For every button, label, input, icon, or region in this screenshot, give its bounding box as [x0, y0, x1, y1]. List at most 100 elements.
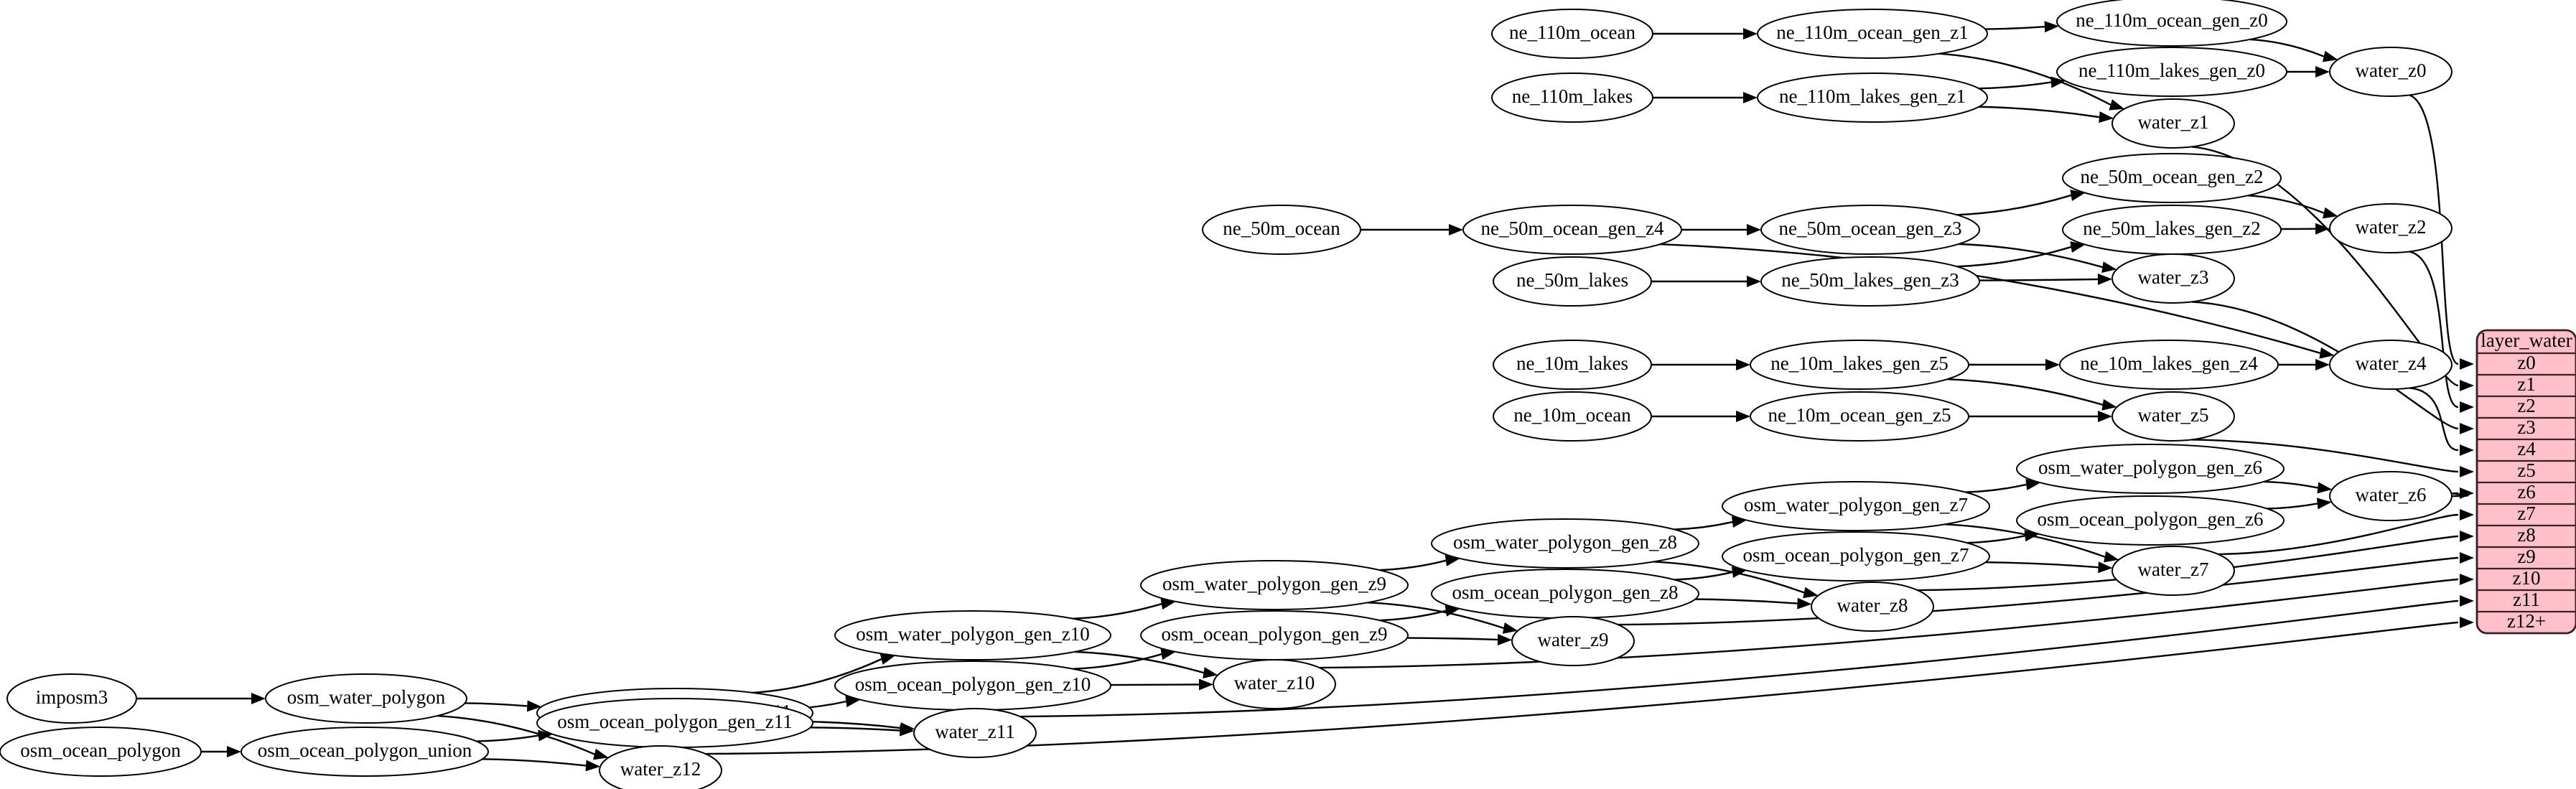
graph-node-ne_50m_lakes_gen_z3[interactable]: ne_50m_lakes_gen_z3 — [1760, 256, 1980, 307]
node-ellipse[interactable] — [1491, 73, 1653, 123]
node-ellipse[interactable] — [1431, 569, 1699, 619]
graph-node-ne_10m_lakes_gen_z5[interactable]: ne_10m_lakes_gen_z5 — [1750, 340, 1969, 390]
edge — [1653, 92, 1758, 103]
graph-node-water_z12[interactable]: water_z12 — [599, 745, 722, 789]
edge — [1965, 478, 2041, 493]
graph-node-ne_110m_ocean_gen_z0[interactable]: ne_110m_ocean_gen_z0 — [2056, 0, 2287, 47]
graph-node-water_z8[interactable]: water_z8 — [1811, 582, 1934, 632]
graph-node-water_z10[interactable]: water_z10 — [1213, 659, 1336, 709]
node-ellipse[interactable] — [1750, 391, 1969, 442]
graph-node-water_z5[interactable]: water_z5 — [2111, 391, 2235, 442]
node-ellipse[interactable] — [1493, 340, 1652, 390]
node-ellipse[interactable] — [1431, 518, 1699, 569]
node-ellipse[interactable] — [1491, 9, 1653, 59]
graph-node-ne_10m_ocean_gen_z5[interactable]: ne_10m_ocean_gen_z5 — [1750, 391, 1969, 442]
node-ellipse[interactable] — [1750, 340, 1969, 390]
layer-water-table[interactable]: layer_waterz0z1z2z3z4z5z6z7z8z9z10z11z12… — [2475, 329, 2576, 635]
graph-node-ne_50m_lakes_gen_z2[interactable]: ne_50m_lakes_gen_z2 — [2062, 205, 2282, 255]
node-ellipse[interactable] — [265, 673, 467, 724]
graph-node-osm_ocean_polygon_union[interactable]: osm_ocean_polygon_union — [241, 727, 489, 777]
graph-node-ne_110m_ocean_gen_z1[interactable]: ne_110m_ocean_gen_z1 — [1757, 9, 1988, 59]
graph-node-osm_ocean_polygon_gen_z11[interactable]: osm_ocean_polygon_gen_z11 — [536, 698, 813, 748]
edge — [1653, 561, 1819, 599]
node-ellipse[interactable] — [1493, 256, 1652, 307]
graph-node-ne_110m_ocean[interactable]: ne_110m_ocean — [1491, 9, 1653, 59]
node-ellipse[interactable] — [2016, 495, 2285, 546]
node-ellipse[interactable] — [1462, 205, 1682, 255]
graph-node-water_z3[interactable]: water_z3 — [2111, 253, 2235, 304]
graph-node-ne_50m_lakes[interactable]: ne_50m_lakes — [1493, 256, 1652, 307]
node-ellipse[interactable] — [1722, 531, 1990, 582]
graph-node-ne_10m_ocean[interactable]: ne_10m_ocean — [1493, 391, 1652, 442]
node-ellipse[interactable] — [834, 610, 1111, 660]
node-ellipse[interactable] — [1493, 391, 1652, 442]
node-ellipse[interactable] — [2056, 47, 2287, 97]
node-ellipse[interactable] — [2111, 253, 2235, 304]
graph-node-ne_50m_ocean_gen_z4[interactable]: ne_50m_ocean_gen_z4 — [1462, 205, 1682, 255]
graph-node-ne_50m_ocean_gen_z2[interactable]: ne_50m_ocean_gen_z2 — [2062, 153, 2282, 203]
node-ellipse[interactable] — [2059, 340, 2279, 390]
node-ellipse[interactable] — [2111, 98, 2235, 149]
graph-node-osm_water_polygon_gen_z6[interactable]: osm_water_polygon_gen_z6 — [2016, 444, 2285, 494]
node-ellipse[interactable] — [2111, 391, 2235, 442]
node-ellipse[interactable] — [536, 698, 813, 748]
edge-arrowhead — [2315, 359, 2330, 370]
node-ellipse[interactable] — [241, 727, 489, 777]
graph-node-water_z11[interactable]: water_z11 — [913, 708, 1037, 758]
node-ellipse[interactable] — [834, 660, 1111, 711]
graph-node-water_z0[interactable]: water_z0 — [2329, 47, 2453, 97]
graph-node-osm_water_polygon_gen_z7[interactable]: osm_water_polygon_gen_z7 — [1722, 481, 1990, 531]
node-ellipse[interactable] — [6, 673, 137, 724]
graph-node-osm_water_polygon_gen_z8[interactable]: osm_water_polygon_gen_z8 — [1431, 518, 1699, 569]
node-ellipse[interactable] — [913, 708, 1037, 758]
graph-node-ne_110m_lakes_gen_z0[interactable]: ne_110m_lakes_gen_z0 — [2056, 47, 2287, 97]
graph-node-ne_10m_lakes[interactable]: ne_10m_lakes — [1493, 340, 1652, 390]
node-ellipse[interactable] — [0, 727, 202, 777]
node-ellipse[interactable] — [2329, 47, 2453, 97]
node-ellipse[interactable] — [1757, 73, 1988, 123]
graph-node-water_z6[interactable]: water_z6 — [2329, 471, 2453, 521]
edge — [1651, 359, 1750, 370]
graph-node-water_z7[interactable]: water_z7 — [2111, 546, 2235, 596]
node-ellipse[interactable] — [1202, 205, 1361, 255]
node-ellipse[interactable] — [2062, 153, 2282, 203]
graph-node-osm_water_polygon_gen_z9[interactable]: osm_water_polygon_gen_z9 — [1140, 560, 1409, 610]
graph-node-water_z1[interactable]: water_z1 — [2111, 98, 2235, 149]
node-ellipse[interactable] — [1140, 610, 1409, 660]
edge-arrowhead — [2098, 561, 2113, 574]
graph-node-water_z4[interactable]: water_z4 — [2329, 340, 2453, 390]
node-ellipse[interactable] — [1722, 481, 1990, 531]
graph-node-osm_ocean_polygon_gen_z10[interactable]: osm_ocean_polygon_gen_z10 — [834, 660, 1111, 711]
node-ellipse[interactable] — [599, 745, 722, 789]
graph-node-osm_ocean_polygon_gen_z8[interactable]: osm_ocean_polygon_gen_z8 — [1431, 569, 1699, 619]
node-ellipse[interactable] — [2329, 340, 2453, 390]
node-ellipse[interactable] — [2111, 546, 2235, 596]
graph-node-osm_ocean_polygon[interactable]: osm_ocean_polygon — [0, 727, 202, 777]
graph-node-water_z9[interactable]: water_z9 — [1511, 616, 1635, 666]
node-ellipse[interactable] — [1760, 256, 1980, 307]
graph-node-ne_50m_ocean[interactable]: ne_50m_ocean — [1202, 205, 1361, 255]
graph-node-ne_50m_ocean_gen_z3[interactable]: ne_50m_ocean_gen_z3 — [1760, 205, 1980, 255]
node-ellipse[interactable] — [2062, 205, 2282, 255]
node-ellipse[interactable] — [2056, 0, 2287, 47]
node-ellipse[interactable] — [2016, 444, 2285, 494]
graph-node-osm_water_polygon[interactable]: osm_water_polygon — [265, 673, 467, 724]
graph-node-ne_10m_lakes_gen_z4[interactable]: ne_10m_lakes_gen_z4 — [2059, 340, 2279, 390]
node-ellipse[interactable] — [1757, 9, 1988, 59]
edge — [1674, 516, 1747, 531]
node-ellipse[interactable] — [1511, 616, 1635, 666]
graph-node-osm_ocean_polygon_gen_z6[interactable]: osm_ocean_polygon_gen_z6 — [2016, 495, 2285, 546]
graph-node-osm_water_polygon_gen_z10[interactable]: osm_water_polygon_gen_z10 — [834, 610, 1111, 660]
node-ellipse[interactable] — [1811, 582, 1934, 632]
node-ellipse[interactable] — [1213, 659, 1336, 709]
node-ellipse[interactable] — [2329, 203, 2453, 253]
graph-node-water_z2[interactable]: water_z2 — [2329, 203, 2453, 253]
node-ellipse[interactable] — [1140, 560, 1409, 610]
graph-node-osm_ocean_polygon_gen_z9[interactable]: osm_ocean_polygon_gen_z9 — [1140, 610, 1409, 660]
graph-node-imposm3[interactable]: imposm3 — [6, 673, 137, 724]
node-ellipse[interactable] — [2329, 471, 2453, 521]
graph-node-ne_110m_lakes[interactable]: ne_110m_lakes — [1491, 73, 1653, 123]
node-ellipse[interactable] — [1760, 205, 1980, 255]
graph-node-ne_110m_lakes_gen_z1[interactable]: ne_110m_lakes_gen_z1 — [1757, 73, 1988, 123]
graph-node-osm_ocean_polygon_gen_z7[interactable]: osm_ocean_polygon_gen_z7 — [1722, 531, 1990, 582]
